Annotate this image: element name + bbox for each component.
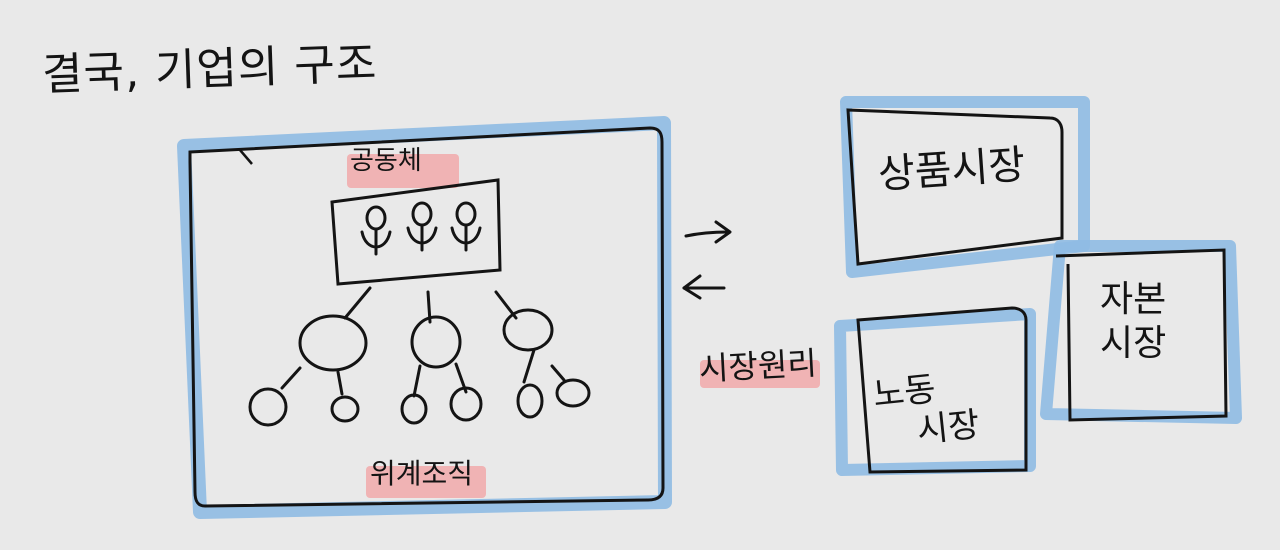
tree-edge [522,348,536,384]
tree-node [555,378,591,408]
person-icon [406,201,438,252]
top-management-box [330,178,502,286]
labor-market-box [834,306,1036,476]
hierarchy-tree [248,286,591,427]
tree-node [516,383,544,419]
tree-node [298,314,368,372]
community-highlight [347,154,459,188]
capital-market-box [1040,240,1242,424]
capital-market-label: 자본 시장 [1100,278,1166,366]
firm-frame [177,116,672,519]
tree-edge [280,366,302,390]
person-icon [360,205,392,256]
tree-edge [336,370,344,396]
page-title: 결국, 기업의 구조 [41,38,379,101]
hierarchy-label: 위계조직 [370,457,474,490]
tree-node [248,387,288,427]
capital-market-line2: 시장 [1100,323,1167,364]
arrow-left-icon [682,274,726,300]
product-market-label: 상품시장 [876,141,1027,199]
tree-edge [550,364,566,382]
person-icon [450,201,482,252]
hierarchy-highlight [366,466,486,498]
tree-node [449,386,483,422]
market-principle-highlight [700,360,820,388]
tree-node [330,395,360,423]
community-label: 공동체 [350,146,422,176]
tree-node [400,393,428,425]
person-icons [360,201,482,256]
capital-market-line1: 자본 [1100,279,1167,320]
market-principle-label: 시장원리 [698,343,818,389]
tree-edge [343,286,372,320]
arrow-right-icon [684,220,732,244]
labor-market-label: 노동 시장 [871,365,981,455]
tree-node [410,315,462,369]
tree-edge [412,364,422,398]
tree-node [502,308,554,352]
